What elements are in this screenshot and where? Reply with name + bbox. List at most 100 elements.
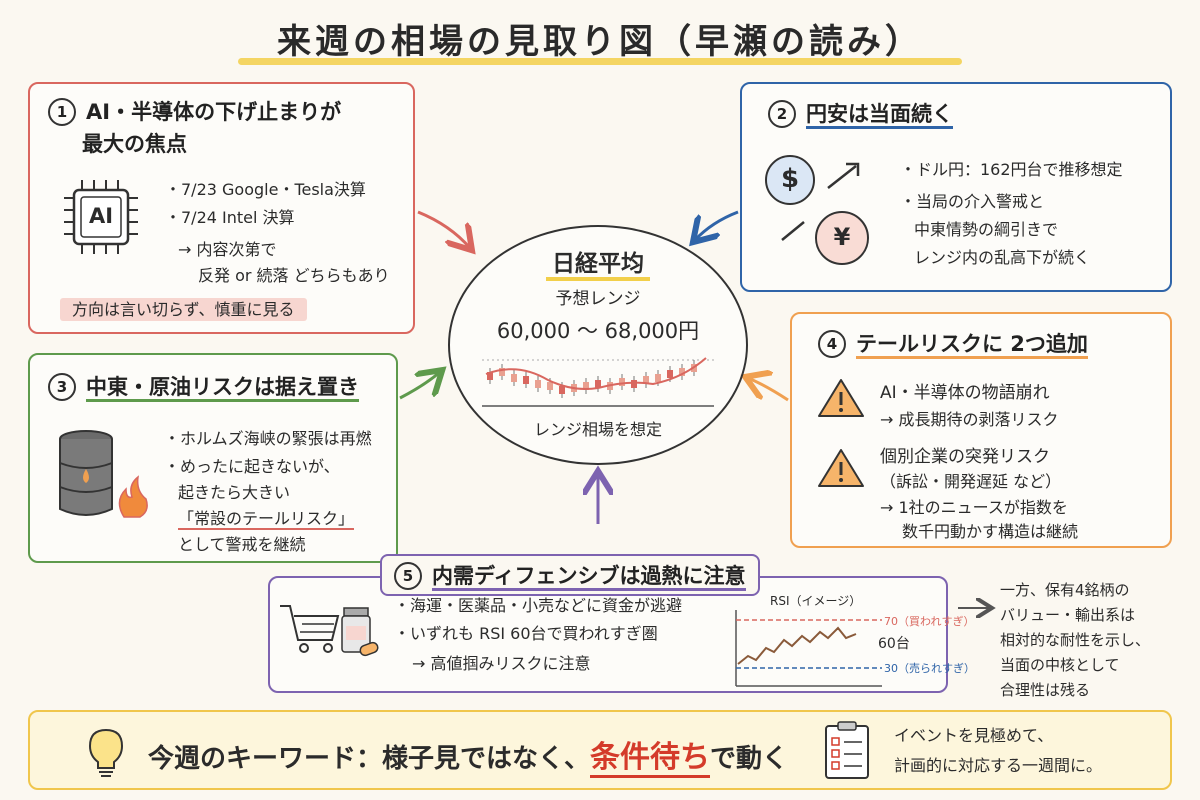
section5-item-2: ・いずれも RSI 60台で買われすぎ圏: [394, 624, 658, 643]
section1-note: 方向は言い切らず、慎重に見る: [60, 296, 307, 321]
section4-heading: 4 テールリスクに 2つ追加: [818, 328, 1088, 359]
section2-item-1: ・ドル円：162円台で推移想定: [900, 160, 1123, 179]
rsi-current-label: 60台: [878, 636, 910, 652]
section2-heading: 2 円安は当面続く: [768, 98, 953, 129]
section4-risk2-line2: （訴訟・開発遅延 など）: [880, 472, 1062, 491]
section4-heading-text: テールリスクに 2つ追加: [856, 332, 1088, 359]
checklist-icon: [825, 721, 869, 779]
section1-arrow-line2: 反発 or 続落 どちらもあり: [198, 266, 390, 285]
nikkei-subtitle: 予想レンジ: [555, 289, 641, 309]
section3-item-5: として警戒を継続: [178, 535, 306, 554]
section5-domestic-defensive: 5 内需ディフェンシブは過熱に注意 ・海運・医薬品・小売などに資金が逃避 ・いずれ…: [268, 554, 975, 693]
keyword-mid: 様子見ではなく、: [382, 744, 591, 774]
section2-weak-yen: 2 円安は当面続く $ ¥ ・ドル円：162円台で推移想定 ・当局の介入警戒と 中…: [740, 82, 1172, 292]
section1-heading-line2: 最大の焦点: [82, 132, 187, 156]
section5-item-1: ・海運・医薬品・小売などに資金が逃避: [394, 596, 683, 615]
weekly-keyword: 今週のキーワード：様子見ではなく、条件待ちで動く: [148, 732, 789, 778]
section3-number: 3: [48, 373, 76, 401]
keyword-suffix: で動く: [710, 744, 789, 774]
section2-item-3: 中東情勢の綱引きで: [914, 220, 1059, 239]
section2-item-4: レンジ内の乱高下が続く: [914, 248, 1091, 267]
candle-body: [523, 376, 529, 384]
section3-item-3: 起きたら大きい: [178, 483, 291, 502]
side-note-line-2: バリュー・輸出系は: [1000, 606, 1136, 624]
side-note: 一方、保有4銘柄の バリュー・輸出系は 相対的な耐性を示し、 当面の中核として …: [1000, 578, 1150, 703]
candle-body: [583, 382, 589, 390]
section4-risk2-line1: 個別企業の突発リスク: [880, 447, 1050, 467]
candle-body: [511, 374, 517, 382]
section1-item-2: ・7/24 Intel 決算: [165, 208, 295, 227]
nikkei-title-text: 日経平均: [546, 251, 650, 281]
section4-risk2-line4: 数千円動かす構造は継続: [902, 522, 1079, 541]
nikkei-caption: レンジ相場を想定: [533, 420, 662, 439]
section3-item-1: ・ホルムズ海峡の緊張は再燃: [164, 429, 372, 448]
section3-middle-east-oil: 3 中東・原油リスクは据え置き ・ホルムズ海峡の緊張は再燃 ・めったに起きないが、…: [28, 353, 398, 563]
ai-chip-label: AI: [88, 204, 114, 228]
title-underline: [238, 58, 962, 65]
candle-body: [619, 378, 625, 386]
section3-heading-text: 中東・原油リスクは据え置き: [86, 375, 359, 402]
nikkei-title: 日経平均: [448, 244, 748, 281]
side-note-line-1: 一方、保有4銘柄の: [1000, 581, 1130, 599]
warning-icon: [818, 449, 864, 487]
section3-item-2: ・めったに起きないが、: [164, 457, 340, 476]
footer-note-line1: イベントを見極めて、: [894, 726, 1054, 745]
section3-item-4: 「常設のテールリスク」: [178, 505, 355, 530]
side-note-line-4: 当面の中核として: [1000, 656, 1120, 674]
candle-body: [535, 380, 541, 388]
lightbulb-icon: [88, 728, 124, 777]
ai-chip-icon: [64, 180, 138, 254]
candle-body: [487, 372, 493, 380]
section4-number: 4: [818, 330, 846, 358]
page-title: 来週の相場の見取り図（早瀬の読み）: [277, 22, 923, 62]
arrow-section1: [417, 210, 470, 248]
candle-body: [595, 380, 601, 388]
candle-body: [679, 368, 685, 376]
candle-body: [667, 370, 673, 378]
arrow-section2: [695, 210, 739, 240]
section5-number: 5: [394, 562, 422, 590]
section2-number: 2: [768, 100, 796, 128]
candle-body: [547, 382, 553, 390]
keyword-highlight: 条件待ち: [590, 740, 711, 778]
candle-body: [655, 374, 661, 382]
arrow-section4: [748, 378, 789, 402]
section5-item-3: → 高値掴みリスクに注意: [412, 654, 591, 673]
section4-risk2-line3: → 1社のニュースが指数を: [880, 498, 1068, 517]
section2-heading-text: 円安は当面続く: [806, 102, 953, 129]
section1-number: 1: [48, 98, 76, 126]
section4-risk1-line2: → 成長期待の剥落リスク: [880, 410, 1059, 429]
section2-item-2: ・当局の介入警戒と: [900, 192, 1045, 211]
section4-tail-risks: 4 テールリスクに 2つ追加 AI・半導体の物語崩れ → 成長期待の剥落リスク 個…: [790, 312, 1172, 548]
section1-note-text: 方向は言い切らず、慎重に見る: [60, 298, 307, 321]
candle-body: [631, 380, 637, 388]
section3-heading: 3 中東・原油リスクは据え置き: [48, 371, 359, 402]
section5-heading: 5 内需ディフェンシブは過熱に注意: [380, 554, 760, 596]
keyword-prefix: 今週のキーワード：: [148, 744, 383, 774]
candle-body: [499, 368, 505, 376]
oil-barrel-fire-icon: [59, 430, 148, 518]
cart-medicine-icon: [280, 605, 379, 657]
candle-body: [643, 376, 649, 384]
footer-note-line2: 計画的に対応する一週間に。: [894, 756, 1103, 775]
rsi-title: RSI（イメージ）: [770, 594, 862, 608]
side-note-line-3: 相対的な耐性を示し、: [1000, 631, 1151, 649]
nikkei-range-chart: [482, 357, 714, 407]
section3-item-4-text: 「常設のテールリスク」: [178, 509, 355, 530]
section4-risk1-line1: AI・半導体の物語崩れ: [880, 383, 1050, 403]
currency-exchange-icon: [765, 155, 869, 265]
dollar-icon: $: [780, 164, 800, 194]
section5-heading-text: 内需ディフェンシブは過熱に注意: [432, 564, 746, 591]
side-note-line-5: 合理性は残る: [1000, 681, 1091, 699]
weekly-keyword-banner: 今週のキーワード：様子見ではなく、条件待ちで動く イベントを見極めて、 計画的に…: [28, 710, 1172, 790]
yen-icon: ¥: [833, 223, 851, 251]
warning-icon: [818, 379, 864, 417]
rsi-chart: [735, 610, 882, 687]
candle-body: [559, 386, 565, 394]
nikkei-forecast-ellipse: [448, 225, 748, 465]
rsi-lower-label: 30（売られすぎ）: [884, 662, 975, 675]
section1-item-1: ・7/23 Google・Tesla決算: [165, 180, 366, 199]
nikkei-range: 60,000 ～ 68,000円: [496, 319, 700, 343]
